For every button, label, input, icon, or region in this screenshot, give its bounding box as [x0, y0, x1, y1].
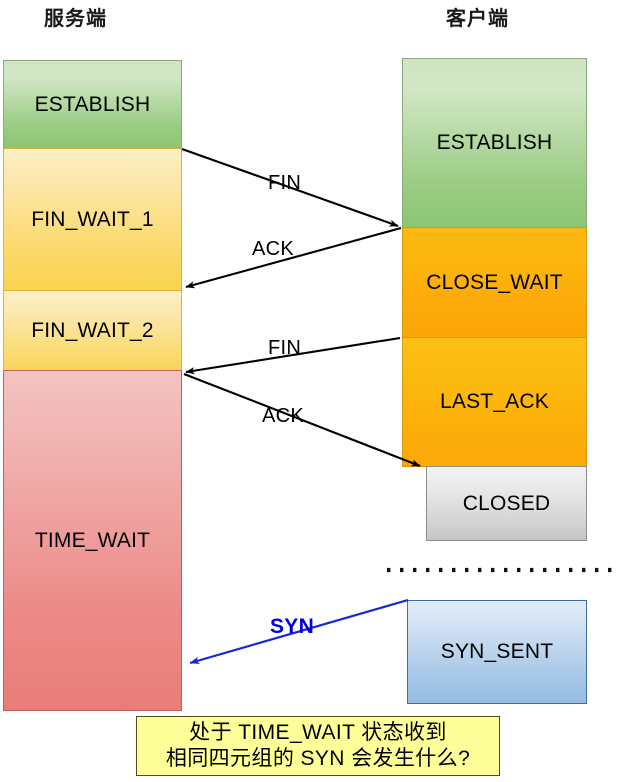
state-label: TIME_WAIT	[34, 528, 151, 552]
client-state-closed[interactable]: CLOSED	[426, 466, 587, 541]
state-label: CLOSED	[462, 491, 551, 515]
state-label: CLOSE_WAIT	[426, 270, 563, 294]
client-state-close-wait[interactable]: CLOSE_WAIT	[402, 227, 587, 338]
note-line-2: 相同四元组的 SYN 会发生什么?	[165, 747, 471, 770]
note-line-1: 处于 TIME_WAIT 状态收到	[189, 721, 447, 745]
server-state-fin-wait-2[interactable]: FIN_WAIT_2	[3, 290, 182, 371]
state-label: SYN_SENT	[440, 640, 554, 663]
column-header-client: 客户端	[446, 8, 509, 30]
column-header-server: 服务端	[44, 8, 107, 30]
state-label: ESTABLISH	[436, 131, 553, 154]
server-state-established[interactable]: ESTABLISH	[3, 60, 182, 149]
client-state-established[interactable]: ESTABLISH	[402, 58, 587, 228]
message-label-syn: SYN	[270, 615, 315, 638]
state-label: FIN_WAIT_1	[31, 207, 154, 231]
message-label-ack-1: ACK	[252, 238, 295, 260]
client-state-syn-sent[interactable]: SYN_SENT	[407, 600, 587, 704]
server-state-fin-wait-1[interactable]: FIN_WAIT_1	[3, 148, 182, 291]
state-label: LAST_ACK	[440, 390, 549, 413]
message-label-fin-1: FIN	[268, 172, 302, 194]
client-state-last-ack[interactable]: LAST_ACK	[402, 337, 587, 467]
message-label-ack-2: ACK	[262, 405, 305, 427]
state-label: FIN_WAIT_2	[31, 318, 154, 342]
server-state-time-wait[interactable]: TIME_WAIT	[3, 370, 182, 711]
message-label-fin-2: FIN	[268, 337, 302, 359]
state-label: ESTABLISH	[34, 92, 151, 116]
question-note-box: 处于 TIME_WAIT 状态收到 相同四元组的 SYN 会发生什么?	[136, 716, 500, 776]
